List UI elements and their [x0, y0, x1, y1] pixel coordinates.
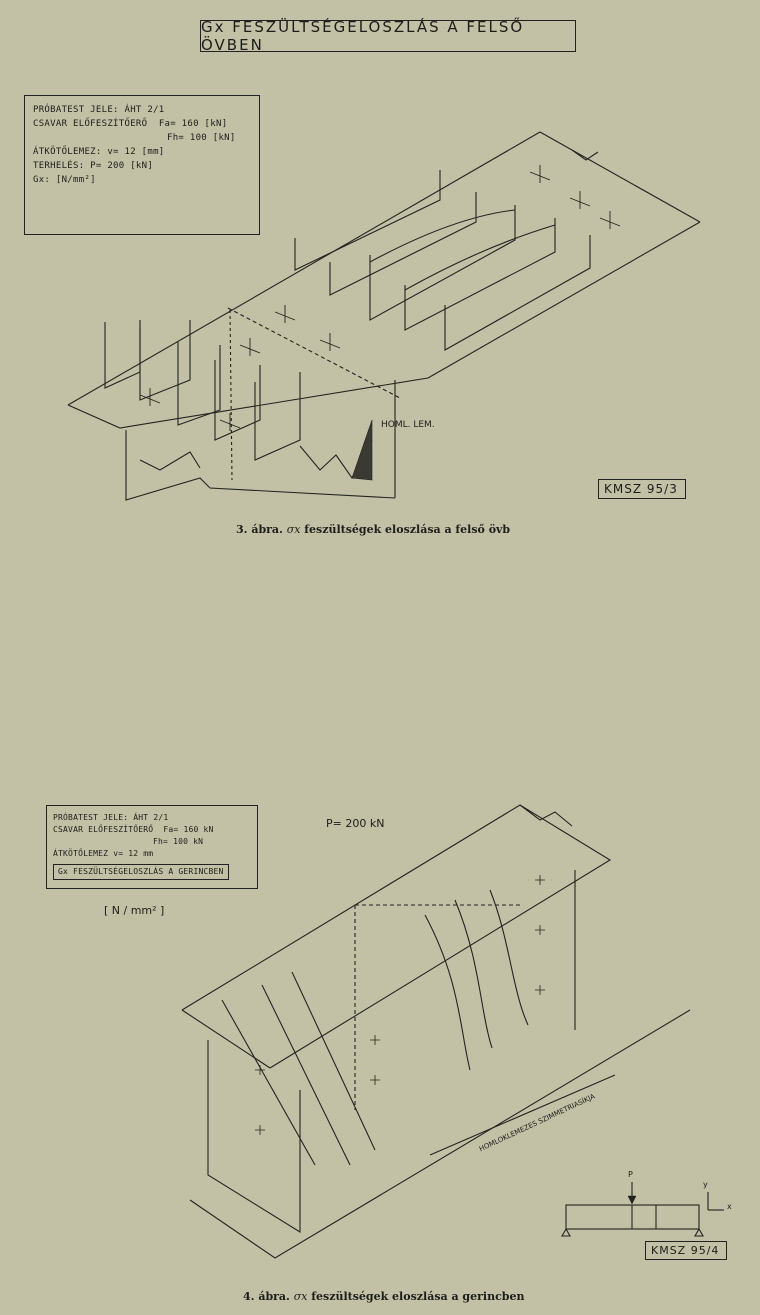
figure2-legend: PRÓBATEST JELE: ÁHT 2/1 CSAVAR ELŐFESZÍT… — [46, 805, 258, 889]
caption-symbol: σx — [286, 523, 301, 536]
legend-plate: ÁTKÖTŐLEMEZ: v= 12 [mm] — [33, 147, 165, 157]
legend-bolt-label: CSAVAR ELŐFESZÍTŐERŐ — [53, 825, 154, 834]
support-p-label: P — [628, 1170, 633, 1179]
legend-specimen: PRÓBATEST JELE: ÁHT 2/1 — [33, 105, 165, 115]
figure1-code: KMSZ 95/3 — [598, 479, 686, 499]
figure1-flange — [67, 131, 701, 501]
legend-bolt-preload: CSAVAR ELŐFESZÍTŐERŐ Fa= 160 kN — [53, 824, 251, 836]
legend-boxed-title: Gx FESZÜLTSÉGELOSZLÁS A GERINCBEN — [53, 864, 229, 880]
figure2-caption: 4. ábra. σx feszültségek eloszlása a ger… — [243, 1290, 524, 1303]
figure2-code: KMSZ 95/4 — [645, 1241, 727, 1260]
figure1-annotation: HOML. LEM. — [381, 420, 435, 430]
figure1-legend: PRÓBATEST JELE: ÁHT 2/1 CSAVAR ELŐFESZÍT… — [24, 95, 260, 235]
figure2-web — [181, 804, 691, 1259]
caption-text: feszültségek eloszlása a felső övb — [304, 523, 511, 536]
legend-specimen: PRÓBATEST JELE: ÁHT 2/1 — [53, 813, 169, 822]
legend-bolt-preload: CSAVAR ELŐFESZÍTŐERŐ Fa= 160 [kN] — [33, 117, 251, 131]
figure2-load: P= 200 kN — [326, 817, 385, 830]
caption-number: 3. ábra. — [236, 523, 283, 536]
legend-fa: Fa= 160 [kN] — [158, 119, 228, 129]
figure1-stress-plots — [104, 170, 591, 461]
figure1-title: Gx FESZÜLTSÉGELOSZLÁS A FELSŐ ÖVBEN — [200, 18, 576, 54]
figure2-stress-plots — [221, 889, 529, 1166]
figure2-unit: [ N / mm² ] — [104, 904, 165, 917]
figure2-support-sketch — [561, 1182, 724, 1237]
legend-unit: Gx: [N/mm²] — [33, 175, 96, 185]
caption-number: 4. ábra. — [243, 1290, 290, 1303]
caption-text: feszültségek eloszlása a gerincben — [311, 1290, 525, 1303]
support-x-label: x — [727, 1202, 732, 1211]
legend-fh: Fh= 100 [kN] — [167, 133, 236, 143]
support-y-label: y — [703, 1180, 708, 1189]
legend-load: TERHELÉS: P= 200 [kN] — [33, 161, 154, 171]
figure1-caption: 3. ábra. σx feszültségek eloszlása a fel… — [236, 523, 510, 536]
legend-bolt-label: CSAVAR ELŐFESZÍTŐERŐ — [33, 119, 148, 129]
figure2-bolt-marks — [255, 875, 545, 1135]
caption-symbol: σx — [293, 1290, 308, 1303]
figure1-bolt-marks — [139, 165, 621, 431]
legend-fa: Fa= 160 kN — [163, 825, 214, 834]
legend-fh: Fh= 100 kN — [153, 837, 204, 846]
legend-plate: ÁTKÖTŐLEMEZ v= 12 mm — [53, 849, 154, 858]
